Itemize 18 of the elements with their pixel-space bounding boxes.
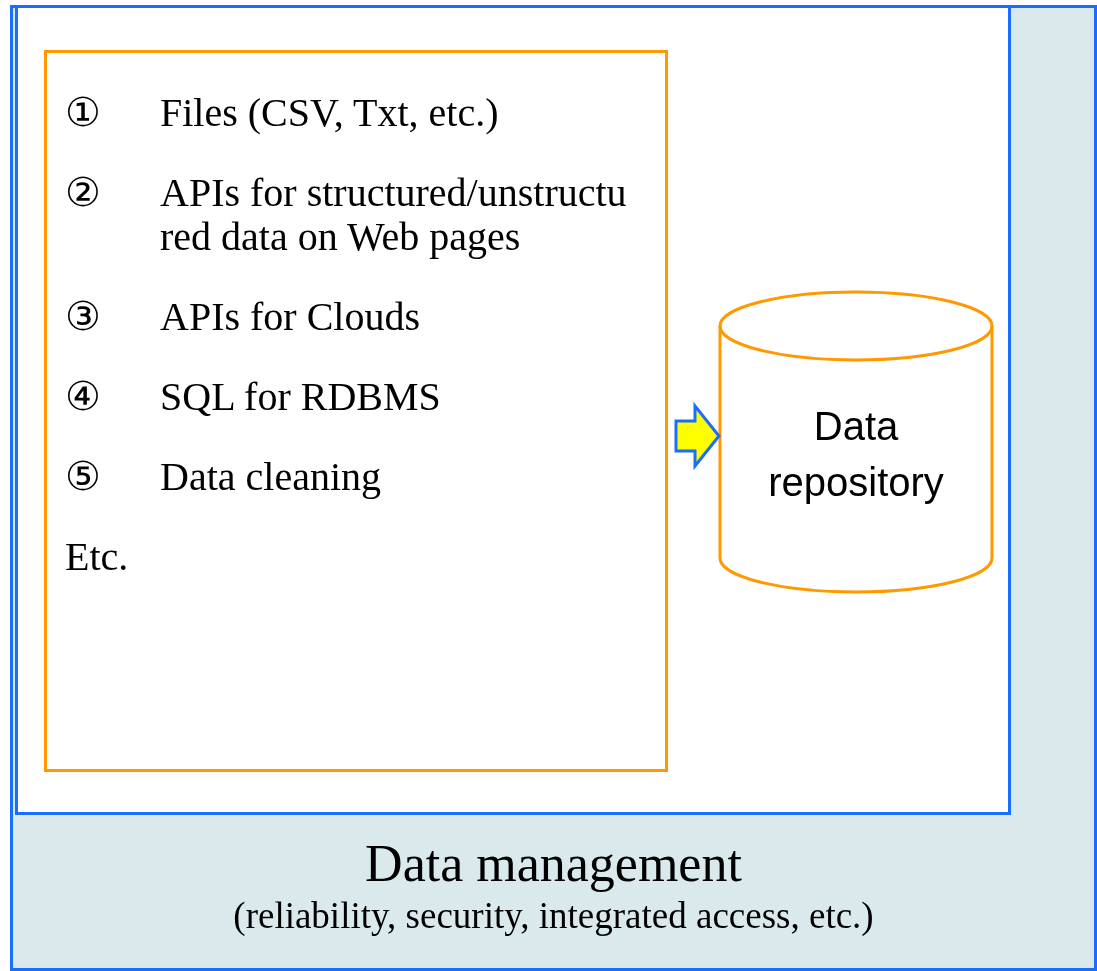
circled-number: ③ xyxy=(65,295,102,339)
list-item: Etc. xyxy=(65,535,129,579)
list-item: SQL for RDBMS xyxy=(160,375,441,419)
management-panel xyxy=(10,5,1097,971)
panel-title: Data management xyxy=(365,834,742,894)
circled-number: ② xyxy=(65,171,102,215)
content-frame xyxy=(15,5,1011,815)
list-item: APIs for structured/unstructured data on Web pages xyxy=(160,171,628,259)
panel-subtitle: (reliability, security, integrated access, etc.) xyxy=(233,894,874,938)
list-box xyxy=(44,50,668,772)
list-item: Data cleaning xyxy=(160,455,381,499)
node-label: Data repository xyxy=(767,403,945,506)
circled-number: ① xyxy=(65,91,102,135)
block-arrow xyxy=(674,401,721,471)
circled-number: ④ xyxy=(65,375,102,419)
circled-number: ⑤ xyxy=(65,455,102,499)
list-item: APIs for Clouds xyxy=(160,295,421,339)
list-item: Files (CSV, Txt, etc.) xyxy=(160,91,499,135)
